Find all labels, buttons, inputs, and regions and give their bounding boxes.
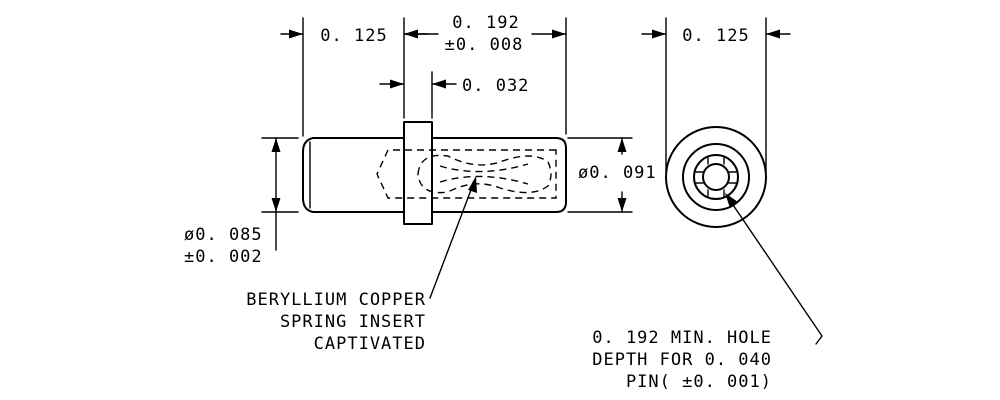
dim-body-length-tol-text: ±0. 008 (445, 35, 524, 55)
hidden-spring-finger (439, 163, 529, 185)
dim-body-diameter: ø0. 091 (578, 137, 657, 213)
end-hole-circle (702, 163, 730, 191)
note-insert-line1: BERYLLIUM COPPER (246, 290, 426, 310)
note-hole-line1: 0. 192 MIN. HOLE (592, 328, 772, 348)
body-outline (431, 137, 567, 213)
dim-collar-width-text: 0. 032 (462, 76, 529, 96)
end-insert-circle (693, 154, 739, 200)
note-hole: 0. 192 MIN. HOLE DEPTH FOR 0. 040 PIN( ±… (592, 328, 772, 392)
dim-tail-diameter: ø0. 085 ±0. 002 (184, 137, 281, 267)
leader-spring-insert (429, 176, 477, 299)
dim-end-width-text: 0. 125 (682, 26, 749, 46)
note-spring-insert: BERYLLIUM COPPER SPRING INSERT CAPTIVATE… (246, 290, 426, 354)
dim-body-length-text: 0. 192 (452, 13, 519, 33)
tail-outline (302, 137, 405, 213)
side-view (302, 121, 567, 225)
leader-hole (725, 193, 823, 345)
note-insert-line2: SPRING INSERT (280, 312, 426, 332)
dim-body-length: 0. 192 ±0. 008 (403, 13, 567, 55)
dim-end-width: 0. 125 (641, 26, 791, 46)
note-hole-line3: PIN( ±0. 001) (626, 372, 772, 392)
collar (403, 121, 433, 225)
dim-body-diameter-text: ø0. 091 (578, 163, 657, 183)
hidden-spring-insert (417, 154, 552, 194)
dim-tail-diameter-text: ø0. 085 (184, 225, 263, 245)
end-mid-circle (682, 143, 750, 211)
dim-left-length-text: 0. 125 (320, 26, 387, 46)
dim-collar-width: 0. 032 (379, 76, 529, 96)
note-insert-line3: CAPTIVATED (314, 334, 426, 354)
end-view (665, 126, 767, 228)
hidden-hole (376, 149, 557, 199)
note-hole-line2: DEPTH FOR 0. 040 (592, 350, 772, 370)
end-outer-circle (665, 126, 767, 228)
dim-tail-diameter-tol-text: ±0. 002 (184, 247, 263, 267)
